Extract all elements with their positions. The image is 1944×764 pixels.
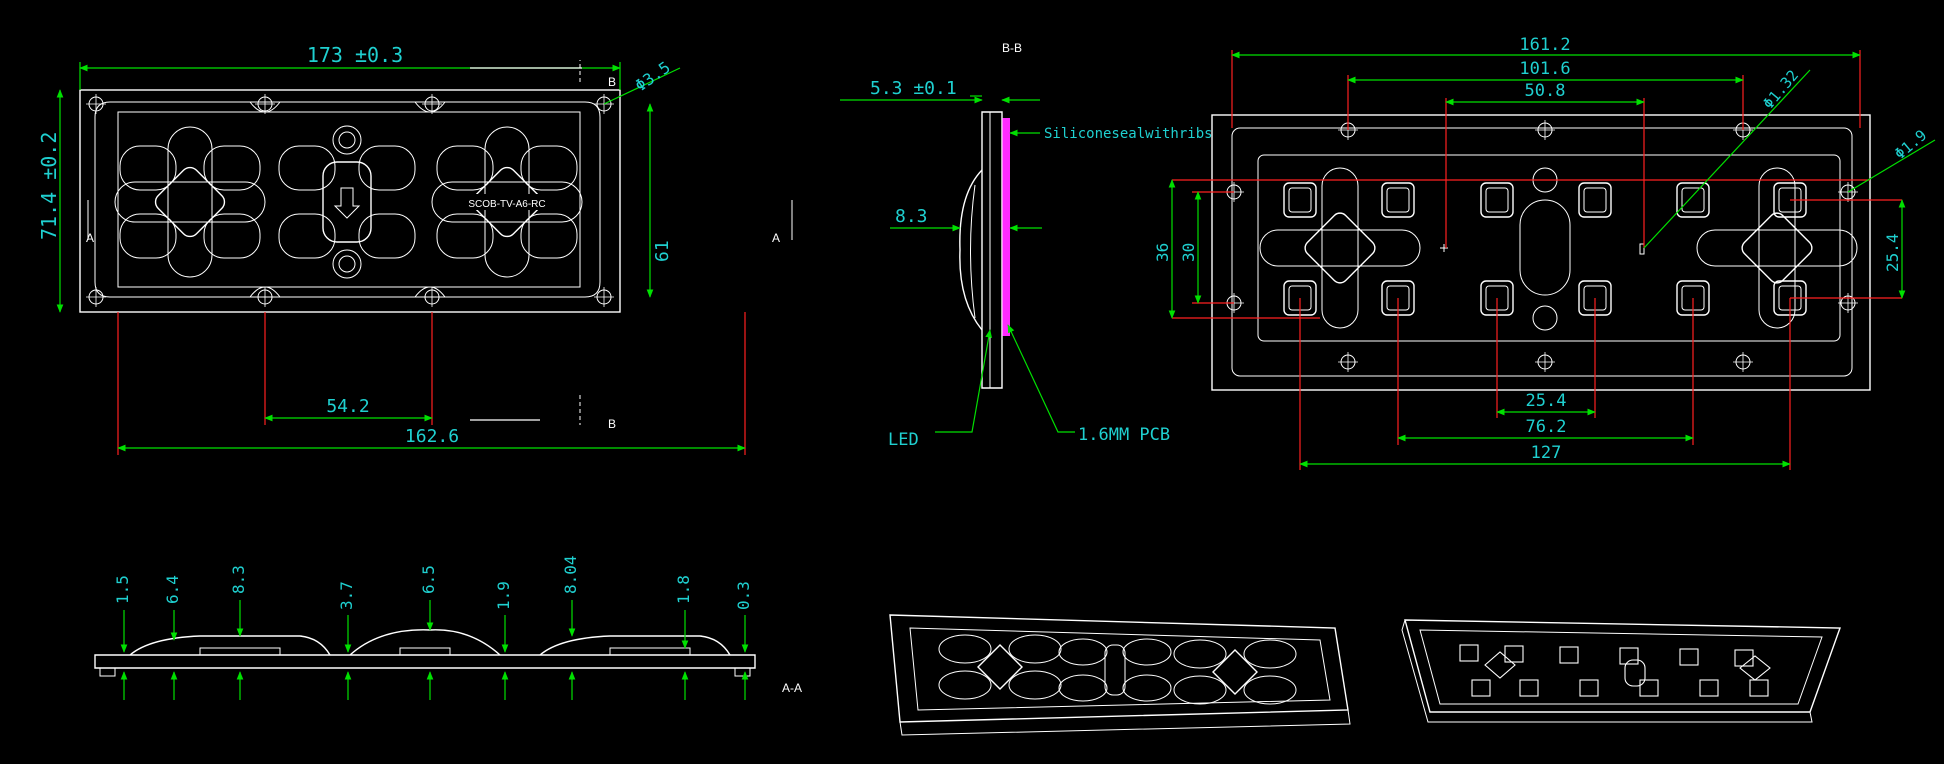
section-mark-a-left: A [86,231,94,245]
dim-aa-4: 3.7 [337,581,356,610]
dim-height: 8.3 [895,206,928,227]
dim-aa-8: 1.8 [674,575,693,604]
silicone-seal [1002,118,1010,336]
dim-back-36: 36 [1153,243,1172,262]
dim-hole-pitch: 54.2 [326,396,369,417]
section-mark-a-right: A [772,231,780,245]
dim-hole-span: 162.6 [405,426,459,447]
dim-pitch-76: 76.2 [1526,417,1567,437]
dim-aa-9: 0.3 [734,581,753,610]
isometric-back-view [1401,619,1841,723]
dim-overall-width: 71.4 ±0.2 [37,132,61,240]
label-pcb: 1.6MM PCB [1078,425,1170,445]
dim-inner-width: 61 [652,240,673,262]
lens-marking: SCOB-TV-A6-RC [468,199,545,210]
dim-back-50: 50.8 [1525,81,1566,101]
back-view: 161.2 101.6 50.8 Φ1.32 Φ1.9 36 30 25.4 2… [1153,35,1936,470]
section-bb-view: B-B 5.3 ±0.1 8.3 Siliconesealwithribs LE… [840,41,1213,450]
dim-back-101: 101.6 [1519,59,1570,79]
front-view: SCOB-TV-A6-RC 173 ±0.3 B 71.4 ±0.2 61 Φ3… [37,43,793,455]
dim-thickness: 5.3 ±0.1 [870,78,957,99]
dim-hole-dia: Φ3.5 [631,58,673,96]
label-led: LED [888,430,919,450]
dim-back-25-4-v: 25.4 [1883,233,1902,272]
label-silicone-seal: Siliconesealwithribs [1044,126,1213,142]
isometric-front-view [889,614,1351,736]
section-aa-view: A-A 1.5 6.4 8.3 3.7 6.5 1.9 8.04 1.8 0.3 [94,555,802,700]
section-mark-b-bottom: B [608,417,616,431]
dim-aa-7: 8.04 [561,555,580,594]
dim-aa-6: 1.9 [494,581,513,610]
section-aa-title: A-A [782,681,802,695]
section-mark-b-top: B [608,75,616,89]
dim-pitch-25: 25.4 [1526,391,1567,411]
dim-back-overall: 161.2 [1519,35,1570,55]
dim-aa-2: 6.4 [163,575,182,604]
dim-back-hole-dia: Φ1.9 [1891,126,1930,163]
dim-pitch-127: 127 [1531,443,1562,463]
dim-overall-length: 173 ±0.3 [307,43,403,67]
dim-back-30: 30 [1179,243,1198,262]
dim-pin-dia: Φ1.32 [1759,66,1802,112]
dim-aa-1: 1.5 [113,575,132,604]
dim-aa-3: 8.3 [229,565,248,594]
dim-aa-5: 6.5 [419,565,438,594]
section-bb-title: B-B [1002,41,1022,55]
